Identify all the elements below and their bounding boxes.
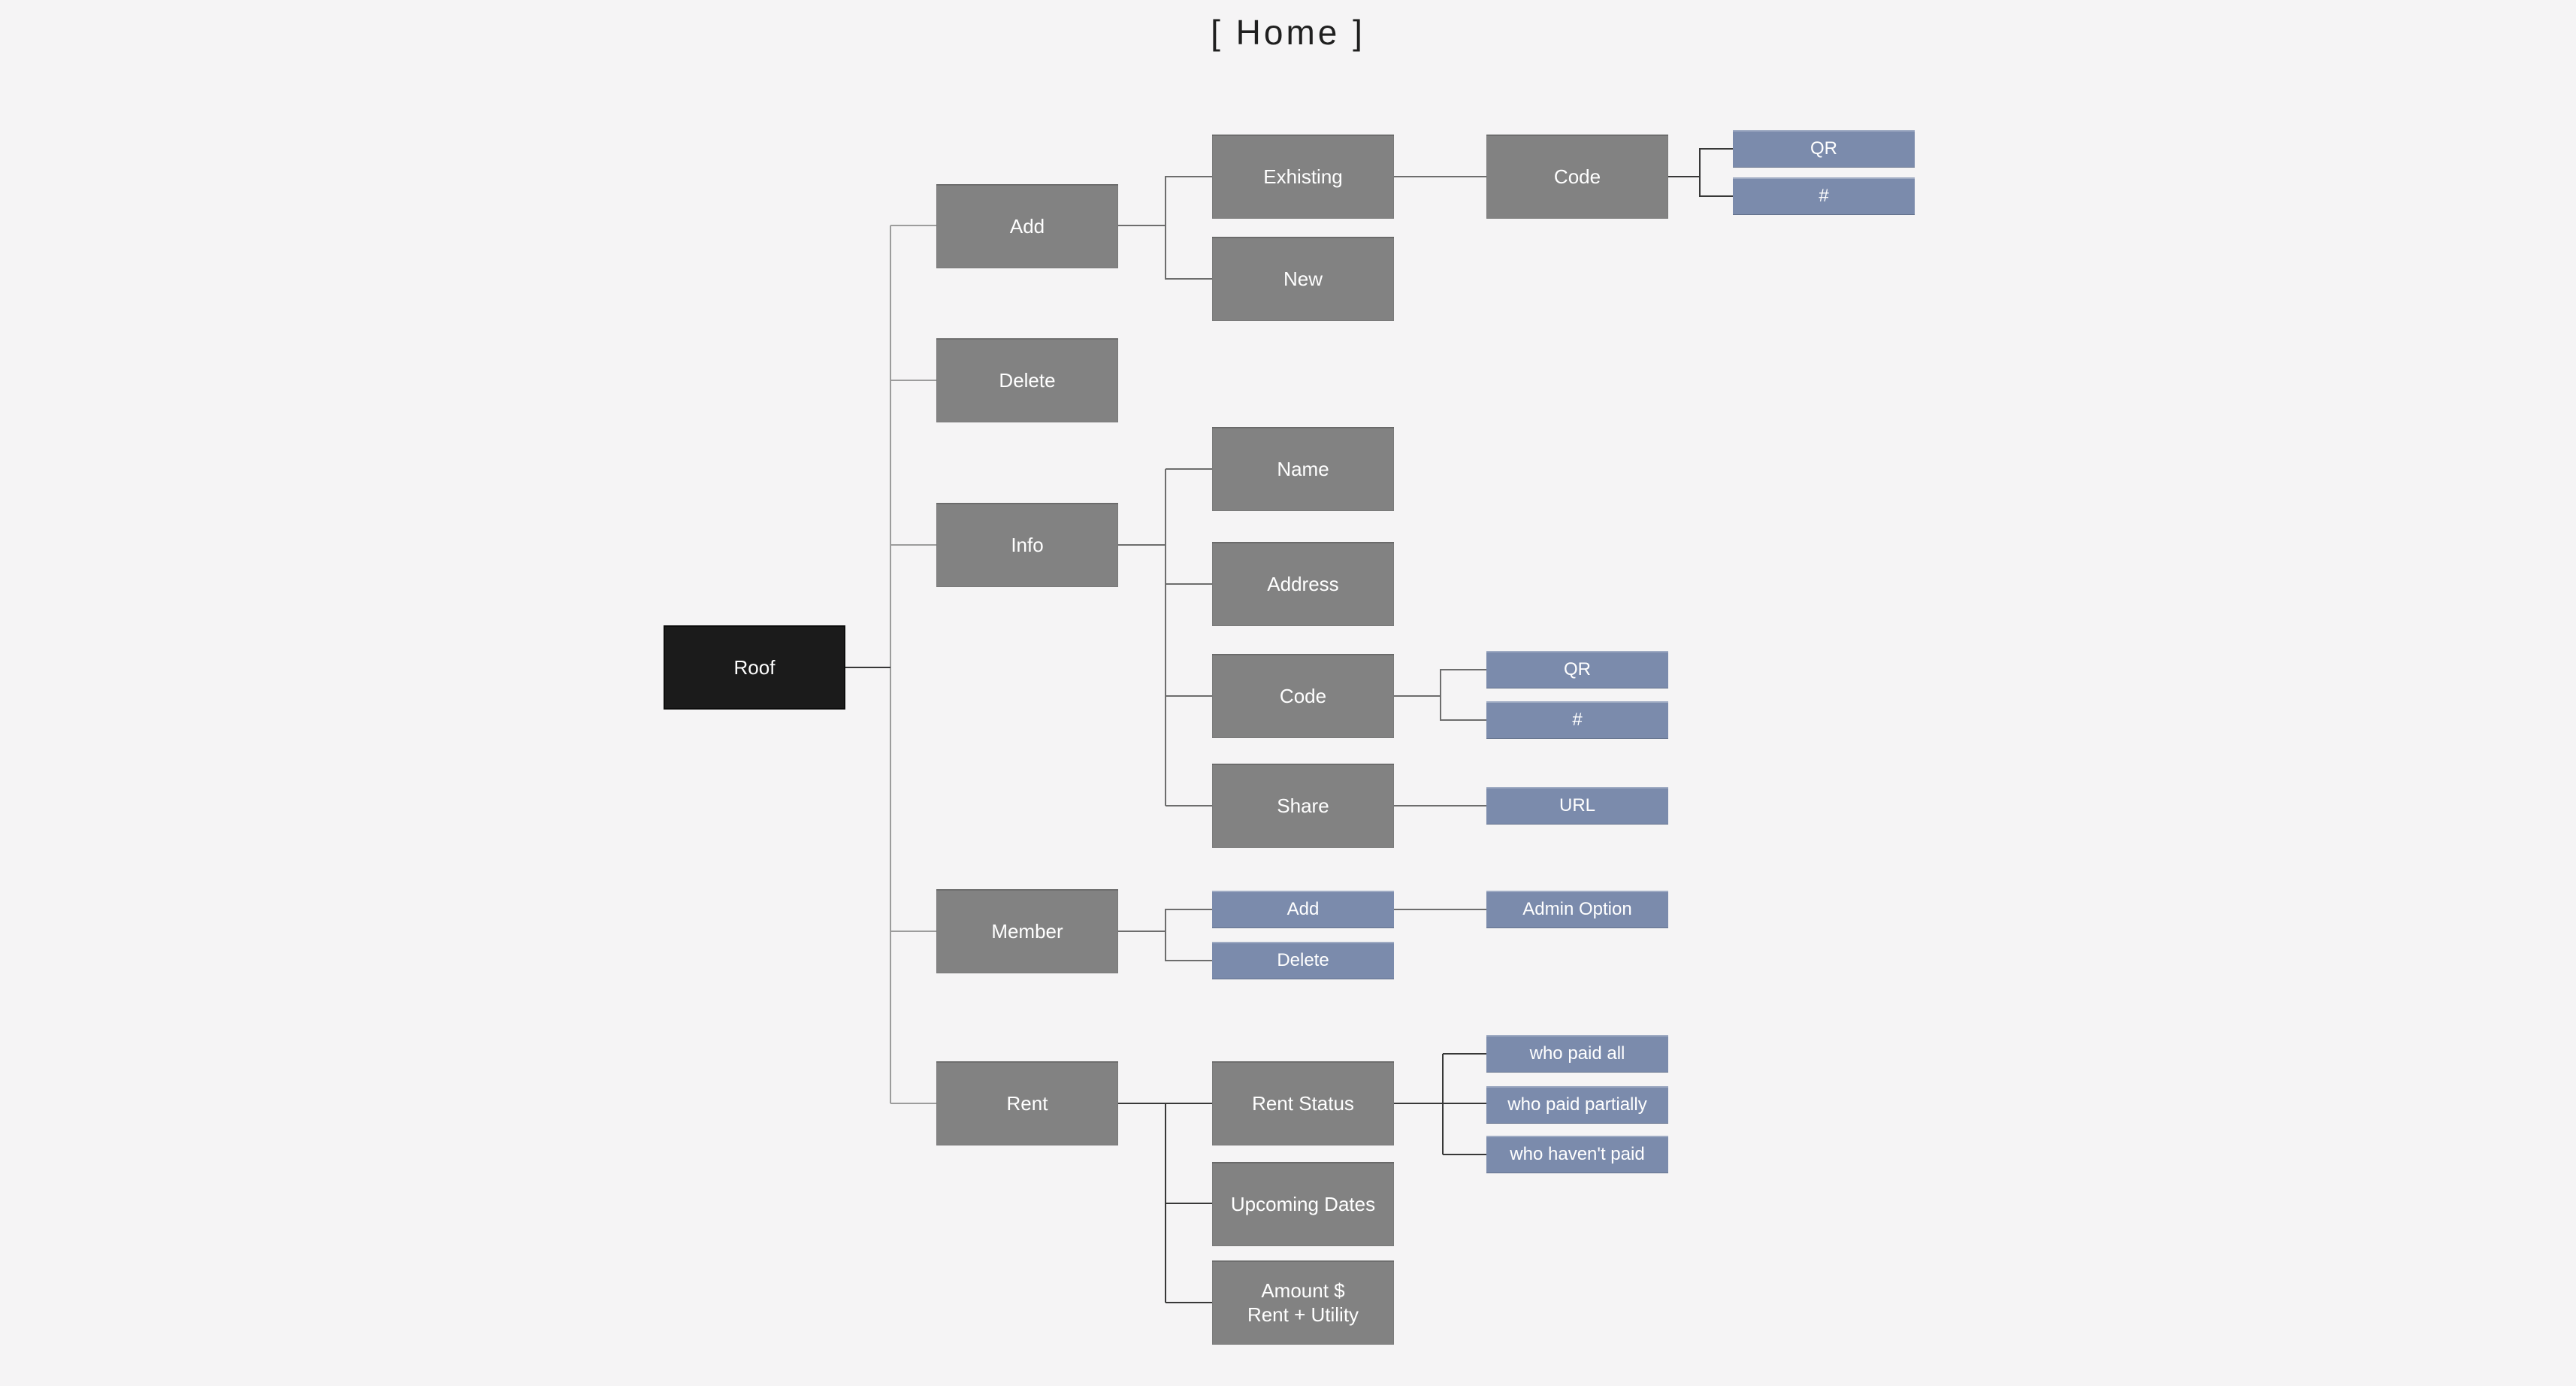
node-info-share-url[interactable]: URL	[1486, 787, 1668, 825]
node-add-new[interactable]: New	[1212, 237, 1394, 321]
node-info-code-qr[interactable]: QR	[1486, 651, 1668, 688]
node-rent-amount[interactable]: Amount $ Rent + Utility	[1212, 1260, 1394, 1345]
node-info-name[interactable]: Name	[1212, 427, 1394, 511]
node-info[interactable]: Info	[936, 503, 1118, 587]
node-rent-status-who-paid-all[interactable]: who paid all	[1486, 1035, 1668, 1073]
node-info-code[interactable]: Code	[1212, 654, 1394, 738]
node-add[interactable]: Add	[936, 184, 1118, 268]
node-rent-status[interactable]: Rent Status	[1212, 1061, 1394, 1145]
node-delete[interactable]: Delete	[936, 338, 1118, 422]
node-member-delete[interactable]: Delete	[1212, 942, 1394, 979]
node-add-exhisting-code-hash[interactable]: #	[1733, 177, 1915, 215]
node-add-exhisting[interactable]: Exhisting	[1212, 135, 1394, 219]
node-info-address[interactable]: Address	[1212, 542, 1394, 626]
node-rent-status-who-paid-partially[interactable]: who paid partially	[1486, 1086, 1668, 1124]
node-rent-status-who-havent-paid[interactable]: who haven't paid	[1486, 1136, 1668, 1173]
node-add-exhisting-code-qr[interactable]: QR	[1733, 130, 1915, 168]
node-add-exhisting-code[interactable]: Code	[1486, 135, 1668, 219]
node-roof[interactable]: Roof	[664, 625, 845, 710]
node-rent[interactable]: Rent	[936, 1061, 1118, 1145]
node-member-add[interactable]: Add	[1212, 891, 1394, 928]
node-member[interactable]: Member	[936, 889, 1118, 973]
node-info-share[interactable]: Share	[1212, 764, 1394, 848]
node-info-code-hash[interactable]: #	[1486, 701, 1668, 739]
node-member-add-admin-option[interactable]: Admin Option	[1486, 891, 1668, 928]
page-title: [ Home ]	[1211, 13, 1365, 52]
node-rent-upcoming-dates[interactable]: Upcoming Dates	[1212, 1162, 1394, 1246]
